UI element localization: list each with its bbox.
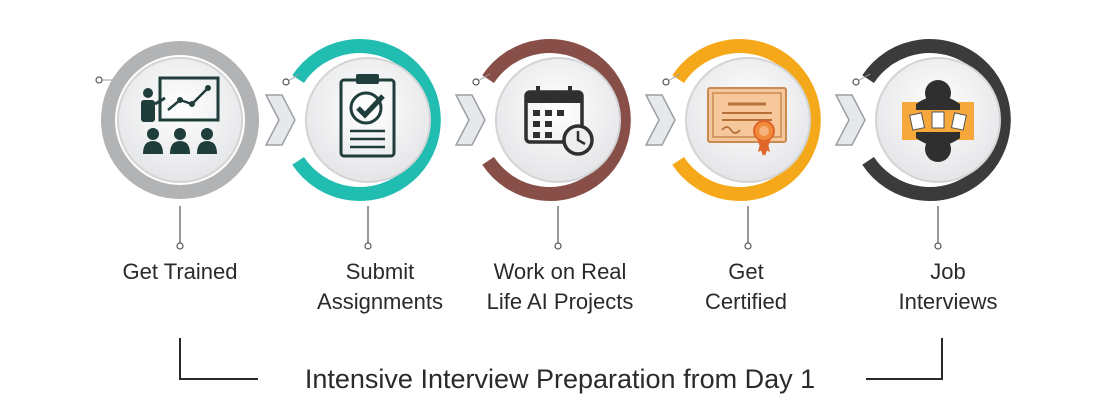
interview-table-icon — [902, 80, 974, 162]
clipboard-checkmark-icon — [339, 74, 396, 158]
step-label-get-trained: Get Trained — [122, 259, 238, 284]
chevron-arrow-icon — [264, 94, 296, 146]
classroom-presentation-icon — [141, 76, 220, 154]
step-label-get-certified: Get Certified — [705, 259, 787, 314]
chevron-arrow-icon — [834, 94, 866, 146]
certificate-ribbon-icon — [707, 87, 787, 156]
step-get-certified-node — [662, 39, 821, 250]
step-work-on-projects-node — [472, 39, 631, 250]
step-label-work-on-projects: Work on Real Life AI Projects — [486, 259, 634, 314]
footer-caption: Intensive Interview Preparation from Day… — [0, 362, 1120, 396]
step-label-submit-assignments: Submit Assignments — [317, 259, 443, 314]
step-get-trained-node — [95, 41, 259, 250]
calendar-clock-icon — [524, 86, 594, 156]
footer-text: Intensive Interview Preparation from Day… — [294, 364, 826, 394]
chevron-arrow-icon — [454, 94, 486, 146]
step-job-interviews-node — [852, 39, 1011, 250]
footer-bracket — [179, 338, 943, 380]
step-submit-assignments-node — [282, 39, 441, 250]
chevron-arrow-icon — [644, 94, 676, 146]
step-label-job-interviews: Job Interviews — [898, 259, 998, 314]
connector-chevrons — [264, 94, 866, 146]
